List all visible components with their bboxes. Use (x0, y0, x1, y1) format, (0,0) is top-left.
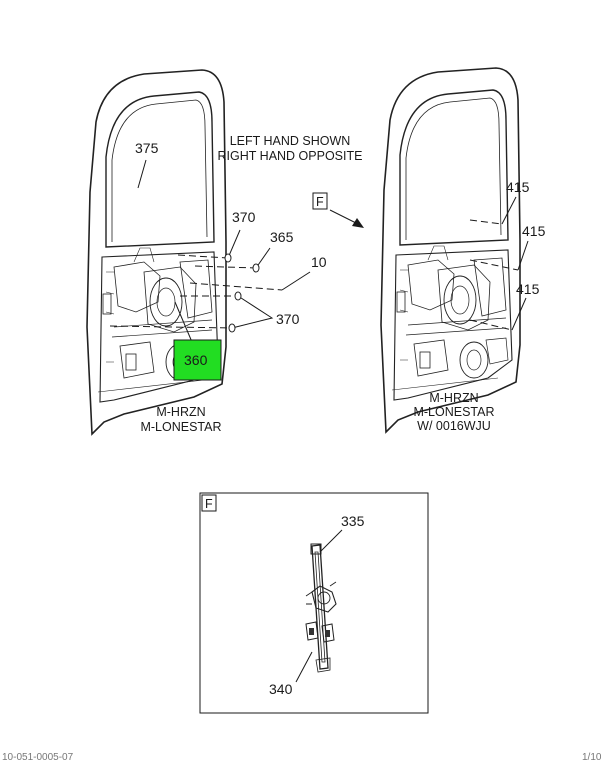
callout-415-lower: 415 (516, 281, 540, 297)
leader-370b (231, 295, 274, 329)
dash-415b (469, 259, 519, 271)
callout-375: 375 (135, 140, 159, 156)
detail-f-label: F (205, 497, 213, 511)
dash-10 (189, 282, 283, 291)
detail-f-panel: F 335 340 (199, 492, 429, 714)
leader-335 (319, 529, 343, 553)
callout-370-upper: 370 (232, 209, 256, 225)
view-marker-f[interactable]: F (312, 192, 364, 228)
right-caption-line1: M-HRZN (429, 391, 478, 405)
part-370-clip-lower (228, 323, 236, 333)
leader-360 (174, 301, 193, 343)
callout-415-upper: 415 (506, 179, 530, 195)
leader-415c (511, 297, 527, 331)
footer-document-number: 10-051-0005-07 (2, 752, 74, 763)
left-caption-line2: M-LONESTAR (140, 420, 221, 434)
right-door-illustration (380, 67, 521, 433)
callout-360-highlight[interactable] (173, 339, 222, 381)
part-370-clip-upper (224, 253, 232, 263)
callout-365: 365 (270, 229, 294, 245)
dash-370a (177, 254, 229, 259)
leader-415b (517, 240, 529, 271)
left-door-assembly: 375 370 365 10 370 360 M-HRZN M-LONESTAR (86, 69, 327, 435)
dash-365 (194, 265, 257, 269)
dash-415a (469, 219, 503, 225)
view-marker-box (312, 192, 328, 210)
detail-f-label-box (201, 494, 217, 512)
detail-f-frame (199, 492, 429, 714)
leader-375 (137, 159, 147, 189)
note-line1: LEFT HAND SHOWN (230, 134, 351, 148)
callout-335: 335 (341, 513, 365, 529)
footer-page-number: 1/10 (582, 752, 602, 763)
regulator-clip-right (325, 630, 330, 637)
dash-370b-lower (109, 325, 233, 329)
part-370-clip-middle (234, 291, 242, 301)
callout-10: 10 (311, 254, 327, 270)
leader-370a (227, 229, 241, 259)
right-door-assembly: 415 415 415 M-HRZN M-LONESTAR W/ 0016WJU (380, 67, 546, 433)
right-caption-line2: M-LONESTAR (413, 405, 494, 419)
view-arrow-head (352, 218, 364, 228)
callout-370-lower: 370 (276, 311, 300, 327)
dash-415c (469, 319, 513, 331)
callout-360[interactable]: 360 (184, 352, 208, 368)
leader-415a (501, 196, 517, 225)
regulator-clip-left (309, 628, 314, 635)
window-regulator-illustration (305, 543, 337, 673)
left-caption-line1: M-HRZN (156, 405, 205, 419)
leader-10 (281, 271, 311, 291)
right-caption-line3: W/ 0016WJU (417, 419, 491, 433)
note-line2: RIGHT HAND OPPOSITE (218, 149, 363, 163)
leader-340 (295, 651, 313, 683)
part-365-clip (252, 263, 260, 273)
view-marker-label: F (316, 195, 324, 209)
callout-415-middle: 415 (522, 223, 546, 239)
callout-340: 340 (269, 681, 293, 697)
